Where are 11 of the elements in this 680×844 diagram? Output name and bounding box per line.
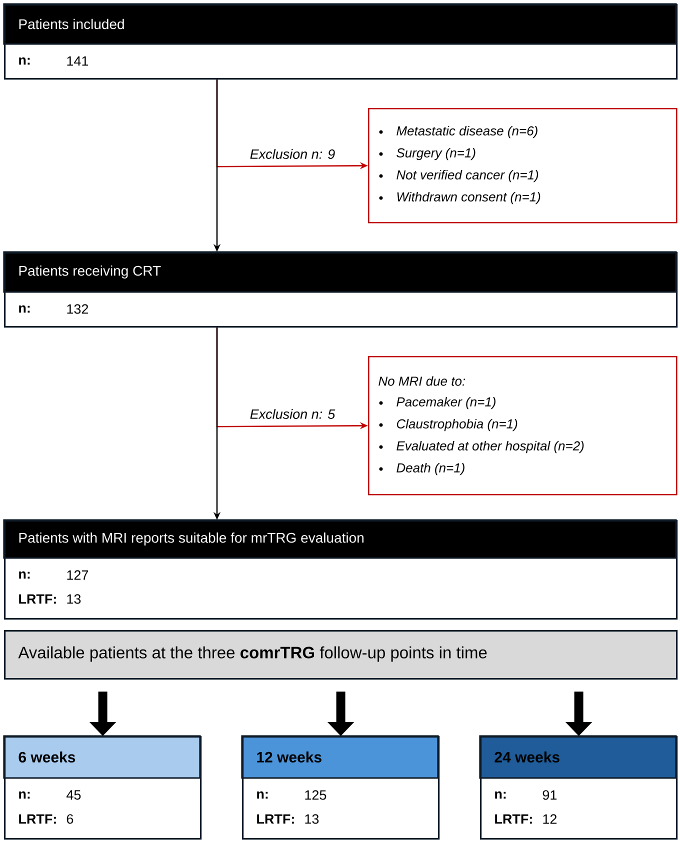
banner-box: Available patients at the three comrTRG follow-up points in time [4,630,678,680]
flow-box: Patients receiving CRT n: 132 [3,251,678,328]
flow-box: Patients included n: 141 [3,3,678,80]
time-point-box: 12 weeks n: 125 LRTF: 13 [241,735,440,840]
time-point-box: 6 weeks n: 45 LRTF: 6 [3,735,202,840]
time-point-box: 24 weeks n: 91 LRTF: 12 [479,735,678,840]
edge-label: Exclusion n: 5 [248,408,336,420]
exclusion-box: Metastatic disease (n=6) Surgery (n=1) Not verified cancer (n=1) Withdrawn consent (n=1) [368,108,678,224]
flow-box: Patients with MRI reports suitable for mrTRG evaluation n: 127 LRTF: 13 [3,519,678,620]
edge-label: Exclusion n: 9 [248,148,336,160]
exclusion-box: No MRI due to: Pacemaker (n=1) Claustrophobia (n=1) Evaluated at other hospital (n=2) Death (n=1) [368,356,678,496]
